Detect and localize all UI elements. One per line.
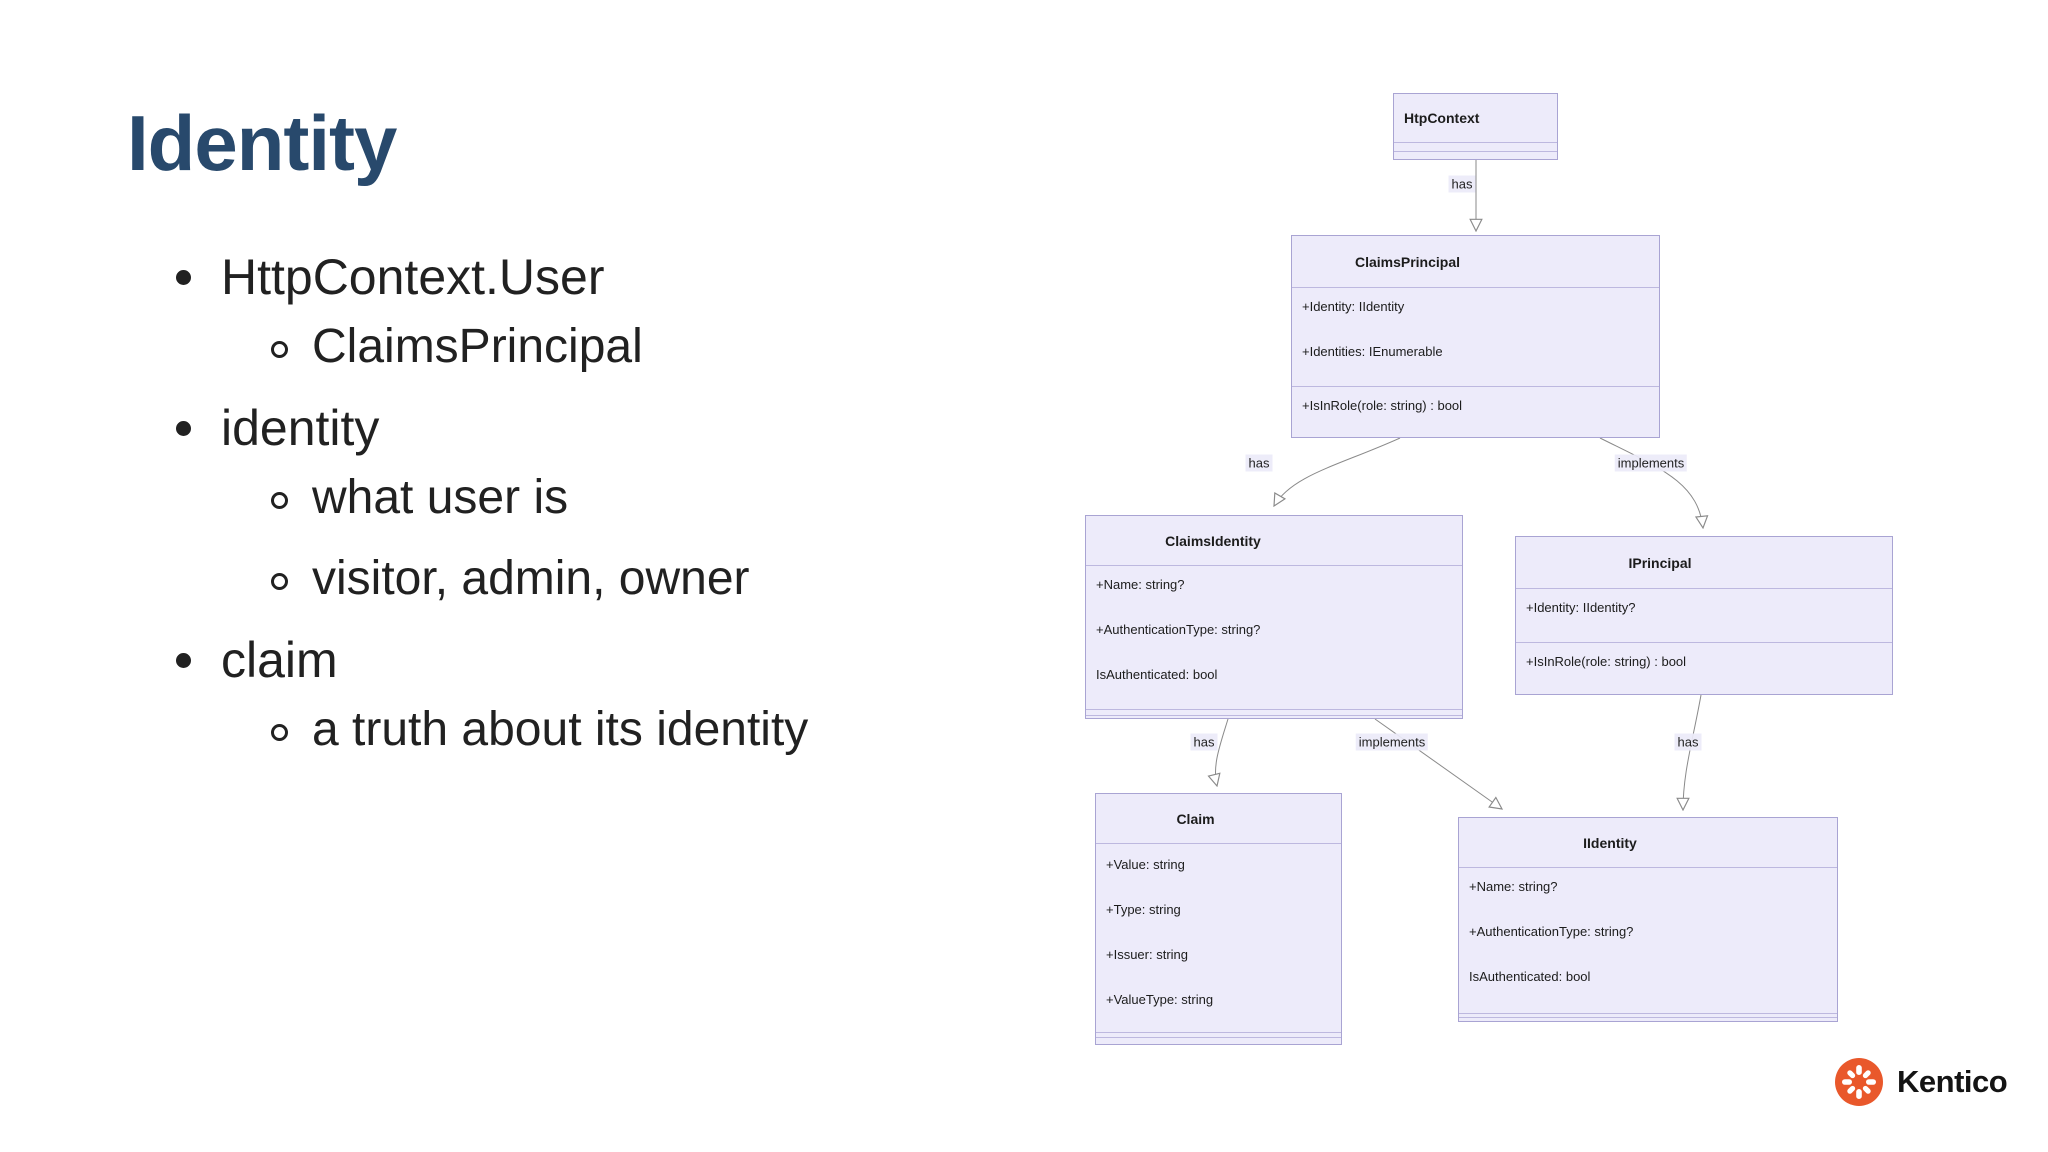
class-member: +Identity: IIdentity? <box>1526 600 1636 615</box>
edge-label: implements <box>1355 733 1429 751</box>
class-member: +IsInRole(role: string) : bool <box>1302 398 1463 413</box>
edge-has-claimsprincipal-claimsidentity <box>1274 437 1401 506</box>
edge-label: implements <box>1614 454 1688 472</box>
class-box-claimsidentity: ClaimsIdentity +Name: string? +Authentic… <box>1085 515 1463 719</box>
list-item: ClaimsPrincipal <box>174 316 934 378</box>
class-attributes: +Name: string? +AuthenticationType: stri… <box>1459 867 1837 1013</box>
list-item: visitor, admin, owner <box>174 548 934 610</box>
edge-implements-claimsprincipal-iprincipal <box>1599 437 1703 528</box>
class-empty-compartment <box>1096 1032 1341 1037</box>
class-member: +Identity: IIdentity <box>1302 299 1405 314</box>
class-box-iprincipal: IPrincipal +Identity: IIdentity? +IsInRo… <box>1515 536 1893 695</box>
class-methods: +IsInRole(role: string) : bool <box>1516 642 1892 694</box>
class-member: +AuthenticationType: string? <box>1469 924 1634 939</box>
bullet-list: HttpContext.User ClaimsPrincipal identit… <box>174 246 934 761</box>
class-member: IsAuthenticated: bool <box>1096 667 1218 682</box>
class-attributes: +Value: string +Type: string +Issuer: st… <box>1096 843 1341 1032</box>
list-item: identity <box>174 397 934 459</box>
class-title: HtpContext <box>1404 110 1480 126</box>
edge-label: has <box>1245 454 1273 472</box>
class-title: Claim <box>1176 810 1215 827</box>
class-empty-compartment <box>1096 1037 1341 1044</box>
class-member: +Issuer: string <box>1106 947 1189 962</box>
class-methods: +IsInRole(role: string) : bool <box>1292 386 1659 437</box>
class-attributes: +Identity: IIdentity +Identities: IEnume… <box>1292 287 1659 386</box>
edge-has-iprincipal-iidentity <box>1683 694 1702 810</box>
class-empty-compartment <box>1394 151 1557 159</box>
class-attributes: +Identity: IIdentity? <box>1516 588 1892 642</box>
class-empty-compartment <box>1459 1017 1837 1021</box>
edge-implements-claimsidentity-iidentity <box>1374 718 1502 809</box>
class-member: +Value: string <box>1106 857 1185 872</box>
class-box-claimsprincipal: ClaimsPrincipal +Identity: IIdentity +Id… <box>1291 235 1660 438</box>
class-title: ClaimsIdentity <box>1165 532 1261 549</box>
class-member: +AuthenticationType: string? <box>1096 622 1261 637</box>
brand-name: Kentico <box>1897 1064 2008 1099</box>
kentico-logo-icon <box>1835 1058 1883 1106</box>
list-item: claim <box>174 629 934 691</box>
class-member: +IsInRole(role: string) : bool <box>1526 654 1687 669</box>
class-member: +Name: string? <box>1096 577 1185 592</box>
page-title: Identity <box>127 99 397 187</box>
list-item: a truth about its identity <box>174 699 934 761</box>
class-empty-compartment <box>1086 715 1462 718</box>
class-member: +Name: string? <box>1469 879 1558 894</box>
class-title: IIdentity <box>1583 834 1637 851</box>
edge-label: has <box>1448 175 1476 193</box>
list-item: HttpContext.User <box>174 246 934 308</box>
class-title: IPrincipal <box>1628 554 1692 571</box>
class-member: +ValueType: string <box>1106 992 1214 1007</box>
class-member: +Type: string <box>1106 902 1181 917</box>
edge-label: has <box>1674 733 1702 751</box>
list-item: what user is <box>174 467 934 529</box>
class-empty-compartment <box>1459 1013 1837 1017</box>
class-attributes: +Name: string? +AuthenticationType: stri… <box>1086 565 1462 709</box>
class-member: IsAuthenticated: bool <box>1469 969 1591 984</box>
class-box-claim: Claim +Value: string +Type: string +Issu… <box>1095 793 1342 1045</box>
class-member: +Identities: IEnumerable <box>1302 344 1443 359</box>
brand-footer: Kentico <box>1835 1058 2008 1106</box>
edge-label: has <box>1190 733 1218 751</box>
class-empty-compartment <box>1086 709 1462 715</box>
class-box-htpcontext: HtpContext <box>1393 93 1558 160</box>
edge-has-claimsidentity-claim <box>1215 718 1229 786</box>
class-empty-compartment <box>1394 142 1557 151</box>
class-box-iidentity: IIdentity +Name: string? +Authentication… <box>1458 817 1838 1022</box>
class-title: ClaimsPrincipal <box>1354 253 1461 270</box>
